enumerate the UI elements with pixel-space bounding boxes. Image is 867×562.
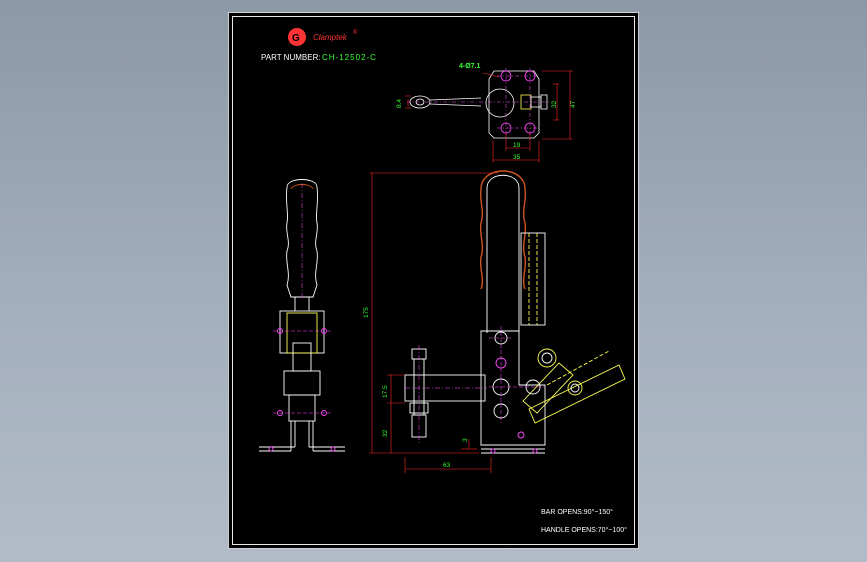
dim-hole-spacing: 19	[513, 142, 521, 149]
top-view	[407, 68, 549, 139]
drawing-border	[232, 16, 635, 545]
front-view	[404, 170, 626, 454]
brand-registered-mark: ®	[353, 29, 358, 36]
dim-base-width: 35	[513, 154, 521, 161]
dim-base-thickness: 3	[462, 438, 469, 442]
dim-spindle-height: 17.5	[382, 385, 389, 398]
dim-base-height: 32	[382, 429, 389, 437]
dim-top-height-outer: 47	[570, 100, 577, 108]
technical-drawing: G Clamptek ® PART NUMBER: CH-12502-C	[259, 28, 627, 534]
logo-circle-icon	[288, 28, 306, 46]
note-bar-opens: BAR OPENS:90°~150°	[541, 508, 613, 516]
dim-top-height-inner: 32	[551, 100, 558, 108]
brand-logo: G Clamptek ®	[288, 28, 358, 46]
note-handle-opens: HANDLE OPENS:70°~100°	[541, 526, 627, 534]
side-view	[259, 179, 345, 452]
dim-bar-thickness: 8.4	[396, 99, 403, 108]
top-view-dimensions	[405, 70, 573, 163]
part-number-value: CH-12502-C	[322, 53, 377, 62]
part-number-label: PART NUMBER:	[261, 53, 321, 62]
dim-reach: 63	[443, 462, 451, 469]
brand-name: Clamptek	[313, 33, 348, 42]
front-view-dimensions	[369, 172, 499, 473]
dim-holes: 4-Ø7.1	[459, 63, 481, 70]
logo-letter-icon: G	[292, 33, 300, 44]
drawing-sheet: G Clamptek ® PART NUMBER: CH-12502-C	[228, 12, 639, 549]
dim-overall-height: 175	[363, 307, 370, 318]
